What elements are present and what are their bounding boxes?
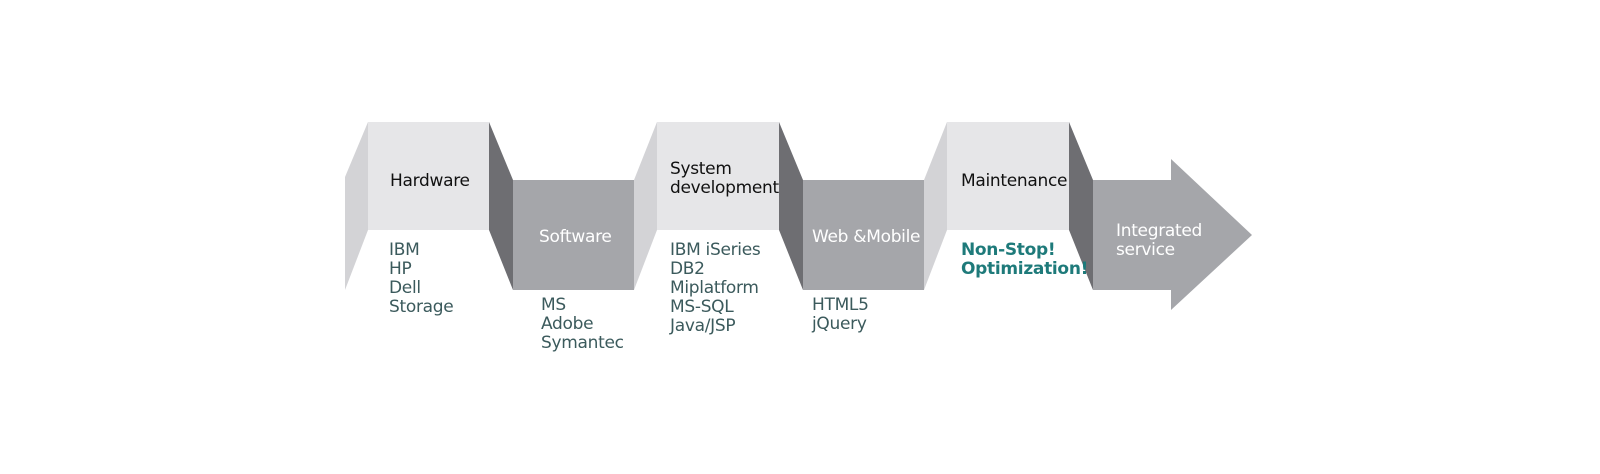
- maintenance-right-fold: [1069, 122, 1093, 290]
- list-item: Miplatform: [670, 278, 759, 298]
- hardware-right-fold: [489, 122, 513, 290]
- list-item: MS-SQL: [670, 297, 734, 317]
- list-item: IBM: [389, 240, 420, 260]
- maintenance-title: Maintenance: [961, 171, 1068, 191]
- list-item: MS: [541, 295, 566, 315]
- list-item: Dell: [389, 278, 421, 298]
- integrated-service-line-2: service: [1116, 240, 1175, 260]
- list-item: Optimization!: [961, 259, 1089, 279]
- list-item: jQuery: [812, 314, 867, 334]
- hardware-block: [368, 122, 489, 230]
- software-block: [513, 180, 634, 290]
- system-dev-title-line-2: development: [670, 178, 779, 198]
- list-item: HTML5: [812, 295, 869, 315]
- list-item: Adobe: [541, 314, 594, 334]
- system-dev-items: IBM iSeries DB2 Miplatform MS-SQL Java/J…: [670, 240, 761, 336]
- web-mobile-items: HTML5 jQuery: [812, 296, 869, 334]
- hardware-items: IBM HP Dell Storage: [389, 240, 454, 317]
- list-item: Symantec: [541, 333, 624, 353]
- integrated-service-title: Integrated service: [1116, 222, 1202, 260]
- maintenance-left-fold: [924, 122, 947, 290]
- maintenance-items: Non-Stop! Optimization!: [961, 241, 1088, 279]
- hardware-left-fold: [345, 122, 368, 290]
- system-dev-left-fold: [634, 122, 657, 290]
- system-dev-title: System development: [670, 160, 779, 198]
- system-dev-block: [657, 122, 779, 230]
- integrated-service-line-1: Integrated: [1116, 221, 1203, 241]
- software-title: Software: [539, 227, 612, 247]
- web-mobile-block: [803, 180, 924, 290]
- integrated-service-arrow: [1093, 159, 1252, 310]
- list-item: HP: [389, 259, 412, 279]
- list-item: Storage: [389, 297, 454, 317]
- list-item: Non-Stop!: [961, 240, 1056, 260]
- web-mobile-title: Web &Mobile: [812, 227, 921, 247]
- software-items: MS Adobe Symantec: [541, 296, 624, 353]
- system-dev-title-line-1: System: [670, 159, 732, 179]
- list-item: IBM iSeries: [670, 240, 761, 260]
- maintenance-block: [947, 122, 1069, 230]
- list-item: DB2: [670, 259, 705, 279]
- system-dev-right-fold: [779, 122, 803, 290]
- list-item: Java/JSP: [670, 316, 736, 336]
- hardware-title: Hardware: [390, 171, 470, 191]
